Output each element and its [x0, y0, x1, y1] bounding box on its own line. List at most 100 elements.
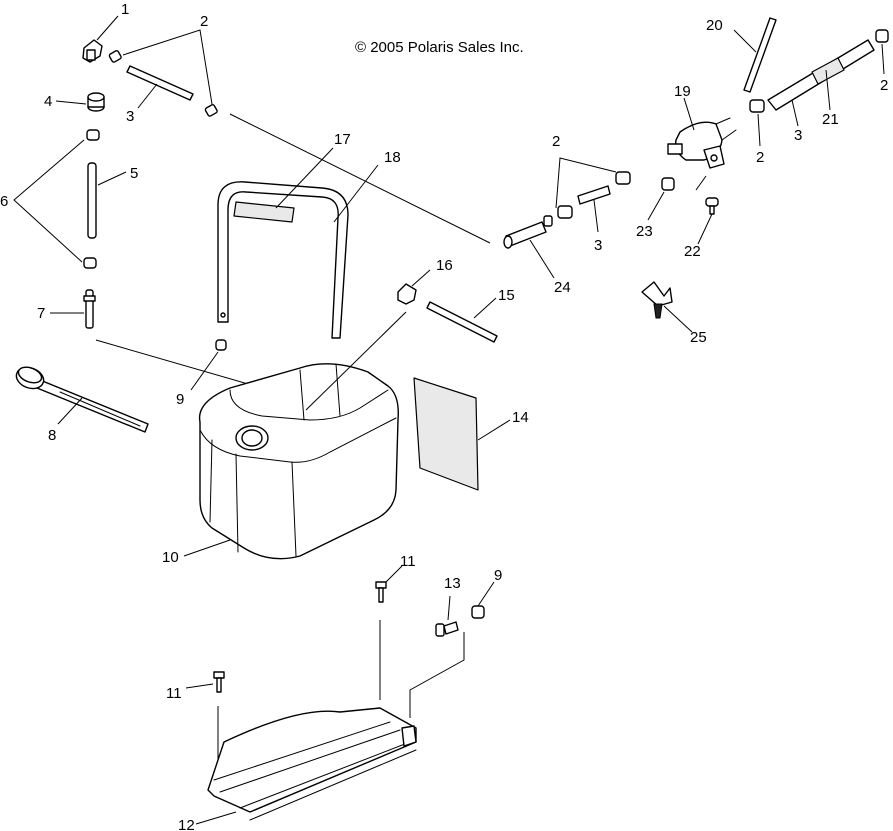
callout-3b: 3	[594, 237, 602, 254]
callout-8: 8	[48, 427, 56, 444]
leader-14	[477, 419, 511, 441]
leader-10	[183, 539, 231, 557]
callout-18: 18	[384, 149, 401, 166]
leader-12	[195, 811, 237, 825]
leader-22	[697, 213, 713, 245]
leader-6	[13, 139, 85, 263]
leader-19	[683, 97, 695, 131]
callout-23: 23	[636, 223, 653, 240]
part-2-cap-b	[204, 104, 218, 117]
part-8-fuel-gauge-cap	[15, 366, 149, 433]
callout-3c: 3	[794, 127, 802, 144]
part-15-hose	[426, 301, 498, 343]
part-2-cap-f	[875, 29, 889, 43]
part-6-cap-b	[83, 257, 97, 269]
callout-10: 10	[162, 549, 179, 566]
callout-13: 13	[444, 575, 461, 592]
callout-2d: 2	[880, 77, 888, 94]
leader-2d	[881, 43, 885, 75]
part-23-nut	[661, 177, 675, 191]
leader-2-to-24	[229, 113, 491, 244]
part-20-hose	[743, 17, 777, 93]
callout-3: 3	[126, 108, 134, 125]
part-3-hose-a	[126, 65, 194, 101]
leader-23	[647, 191, 665, 221]
callout-2b: 2	[552, 133, 560, 150]
leader-5	[97, 171, 127, 186]
callout-9b: 9	[494, 567, 502, 584]
part-4-grommet	[87, 92, 105, 112]
leader-15	[473, 297, 497, 319]
callout-15: 15	[498, 287, 515, 304]
leader-9b	[477, 581, 495, 607]
leader-9b-down	[409, 632, 465, 718]
callout-4: 4	[44, 93, 52, 110]
callout-14: 14	[512, 409, 529, 426]
part-11-bolt-b	[213, 671, 225, 693]
callout-24: 24	[554, 279, 571, 296]
callout-19: 19	[674, 83, 691, 100]
leader-2b	[555, 157, 617, 209]
leader-19-down	[695, 175, 707, 191]
callout-22: 22	[684, 243, 701, 260]
callout-1: 1	[121, 1, 129, 18]
part-11-bolt-a	[375, 581, 387, 603]
callout-11b: 11	[166, 685, 182, 702]
callout-21: 21	[822, 111, 839, 128]
callout-16: 16	[436, 257, 453, 274]
leader-16	[411, 269, 431, 287]
leader-2c	[757, 113, 761, 147]
leader-18	[333, 164, 379, 223]
callout-25: 25	[690, 329, 707, 346]
part-12-skid-plate	[207, 707, 417, 821]
part-2-cap-c	[557, 205, 573, 219]
leader-4	[55, 100, 87, 105]
part-18-strap	[217, 181, 349, 339]
callout-17: 17	[334, 131, 351, 148]
part-3-hose-b	[577, 185, 611, 205]
part-24-fitting	[503, 215, 553, 249]
part-5-tube	[87, 162, 97, 239]
part-9-nut-a	[215, 339, 227, 351]
callout-11a: 11	[400, 553, 416, 570]
leader-7-to-tank	[95, 339, 263, 389]
copyright-notice: © 2005 Polaris Sales Inc.	[355, 39, 524, 56]
leader-11a	[385, 565, 403, 583]
leader-13	[447, 595, 451, 621]
leader-24	[529, 239, 555, 279]
part-19-fuel-pump	[667, 117, 737, 169]
part-25-clip	[641, 281, 673, 319]
callout-20: 20	[706, 17, 723, 34]
part-22-screw	[705, 197, 719, 215]
part-6-cap-a	[86, 129, 100, 141]
callout-2c: 2	[756, 149, 764, 166]
part-21-fuel-filter	[767, 39, 875, 111]
leader-3b	[593, 199, 599, 233]
part-1-fitting	[82, 39, 103, 63]
leader-3a	[137, 83, 158, 109]
part-14-pad	[413, 377, 479, 491]
leader-11b	[185, 683, 214, 689]
part-10-fuel-tank	[198, 363, 399, 560]
part-2-cap-e	[749, 99, 765, 113]
callout-12: 12	[178, 817, 195, 831]
part-9-nut-b	[471, 605, 485, 619]
part-7-fitting	[83, 289, 96, 329]
leader-20	[733, 29, 757, 53]
leader-2a	[122, 29, 213, 105]
part-2-cap-d	[615, 171, 631, 185]
part-17-pad	[233, 201, 295, 223]
part-13-bolt	[435, 621, 459, 637]
leader-21	[825, 69, 831, 111]
leader-17	[275, 147, 334, 209]
part-16-vent	[397, 283, 417, 305]
leader-9a	[190, 351, 219, 391]
callout-9a: 9	[176, 391, 184, 408]
leader-25	[663, 305, 693, 333]
leader-16-to-tank	[305, 311, 407, 411]
leader-8	[57, 397, 83, 425]
callout-7: 7	[37, 305, 45, 322]
leader-3c	[791, 99, 799, 127]
leader-1	[96, 15, 119, 41]
